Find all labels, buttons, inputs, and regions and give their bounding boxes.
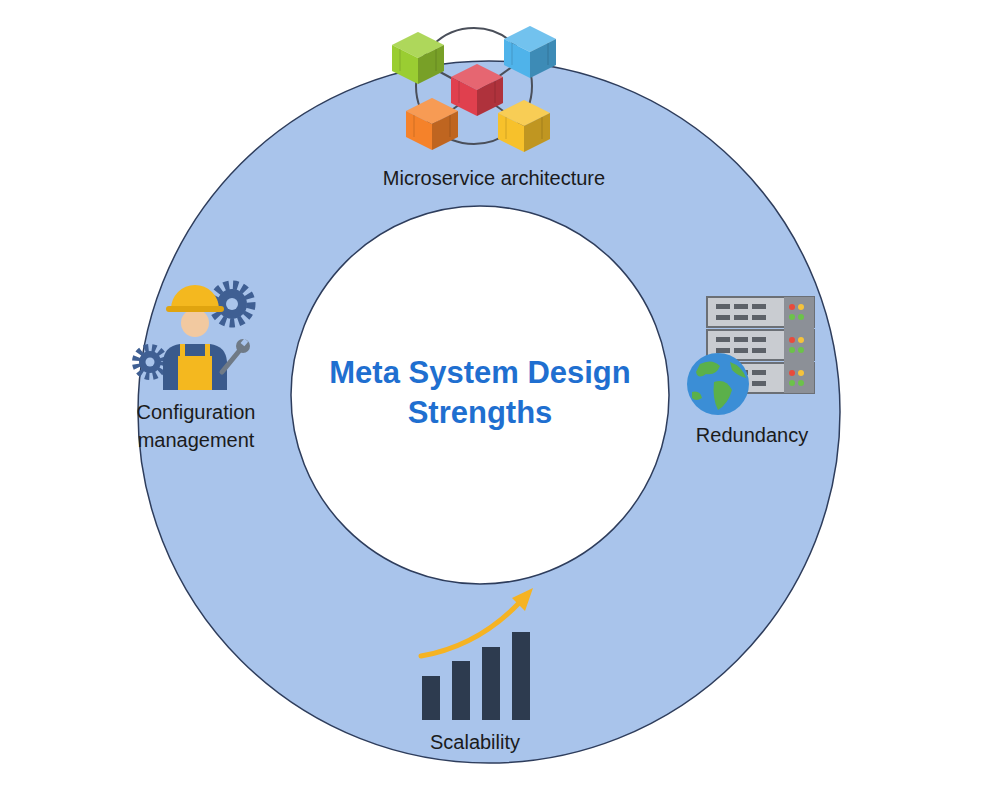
server-icon-part bbox=[707, 363, 814, 393]
engineer-icon-part bbox=[178, 356, 212, 390]
microservice-icon-part bbox=[406, 98, 458, 150]
microservice-icon-part bbox=[416, 28, 532, 144]
engineer-icon-part bbox=[163, 344, 227, 390]
server-icon-part-part bbox=[716, 348, 730, 353]
server-icon-part bbox=[789, 337, 795, 343]
growth-chart-icon-part bbox=[452, 661, 470, 720]
server-icon-part bbox=[789, 304, 795, 310]
microservice-icon-part bbox=[392, 32, 444, 84]
server-icon-part bbox=[716, 304, 766, 386]
engineer-icon-part bbox=[171, 285, 219, 309]
engineer-icon-part bbox=[213, 285, 251, 323]
engineer-icon-part bbox=[180, 344, 185, 358]
growth-chart-icon-part bbox=[421, 602, 520, 656]
server-icon-part-part bbox=[716, 337, 730, 342]
engineer-icon-part bbox=[217, 289, 247, 319]
server-icon-part bbox=[798, 347, 804, 353]
engineer-icon-part bbox=[222, 350, 240, 372]
server-icon-part bbox=[789, 370, 795, 376]
microservice-icon-part bbox=[418, 60, 477, 92]
center-title: Meta System Design Strengths bbox=[300, 353, 660, 433]
strength-label: Redundancy bbox=[667, 421, 837, 449]
server-icon-part-part bbox=[734, 304, 748, 309]
strength-ring: Microservice architectureRedundancyScala… bbox=[137, 60, 841, 764]
center-circle: Meta System Design Strengths bbox=[290, 205, 670, 585]
growth-chart-icon-part bbox=[482, 647, 500, 720]
engineer-icon-part bbox=[226, 298, 238, 310]
server-icon-part-part bbox=[752, 348, 766, 353]
growth-chart-icon bbox=[421, 588, 533, 720]
circle-shape bbox=[291, 206, 669, 584]
engineer-icon-part bbox=[139, 351, 161, 373]
server-icon-part-part bbox=[752, 337, 766, 342]
strength-label: Scalability bbox=[390, 728, 560, 756]
server-icon-part-part bbox=[752, 315, 766, 320]
server-icon-part bbox=[687, 353, 749, 415]
server-icon-part-part bbox=[734, 315, 748, 320]
engineer-icon-part bbox=[166, 306, 224, 312]
server-icon-part bbox=[789, 347, 795, 353]
server-icon-part bbox=[798, 314, 804, 320]
server-icon-part-part bbox=[734, 337, 748, 342]
server-icon-part-part bbox=[716, 304, 730, 309]
server-icon-part-part bbox=[734, 348, 748, 353]
strength-label: Microservice architecture bbox=[334, 164, 654, 192]
growth-chart-icon-part bbox=[512, 588, 533, 611]
engineer-icon-part bbox=[236, 339, 250, 353]
server-icon-part bbox=[798, 380, 804, 386]
microservice-icon-part bbox=[432, 92, 477, 124]
server-icon-part-part bbox=[752, 304, 766, 309]
server-icon-part-part bbox=[752, 381, 766, 386]
engineer-icon-part bbox=[146, 358, 155, 367]
server-icon-part bbox=[798, 370, 804, 376]
server-icon bbox=[687, 297, 814, 415]
engineer-icon-part bbox=[181, 309, 209, 337]
server-icon-part bbox=[692, 392, 702, 400]
engineer-icon bbox=[136, 285, 251, 390]
microservice-icon-part bbox=[477, 54, 530, 92]
engineer-icon-part bbox=[241, 338, 249, 346]
microservice-icon bbox=[392, 26, 556, 152]
server-icon-part bbox=[714, 381, 733, 410]
engineer-icon-part bbox=[136, 348, 164, 376]
server-icon-part bbox=[789, 314, 795, 320]
server-icon-part bbox=[789, 380, 795, 386]
server-icon-part bbox=[798, 304, 804, 310]
engineer-icon-part bbox=[205, 344, 210, 358]
server-icon-part bbox=[730, 362, 746, 378]
server-icon-part-part bbox=[716, 315, 730, 320]
strength-label: Configuration management bbox=[116, 398, 276, 454]
growth-chart-icon-part bbox=[422, 676, 440, 720]
server-icon-part bbox=[784, 297, 814, 393]
server-icon-part bbox=[798, 337, 804, 343]
microservice-icon-part bbox=[477, 92, 524, 126]
microservice-icon-part bbox=[504, 26, 556, 78]
server-icon-part-part bbox=[734, 370, 748, 375]
server-icon-part bbox=[696, 361, 720, 376]
server-icon-part bbox=[707, 297, 814, 327]
microservice-icon-part bbox=[498, 100, 550, 152]
microservice-icon-part bbox=[451, 64, 503, 116]
growth-chart-icon-part bbox=[512, 632, 530, 720]
server-icon-part-part bbox=[752, 370, 766, 375]
server-icon-part bbox=[707, 330, 814, 360]
